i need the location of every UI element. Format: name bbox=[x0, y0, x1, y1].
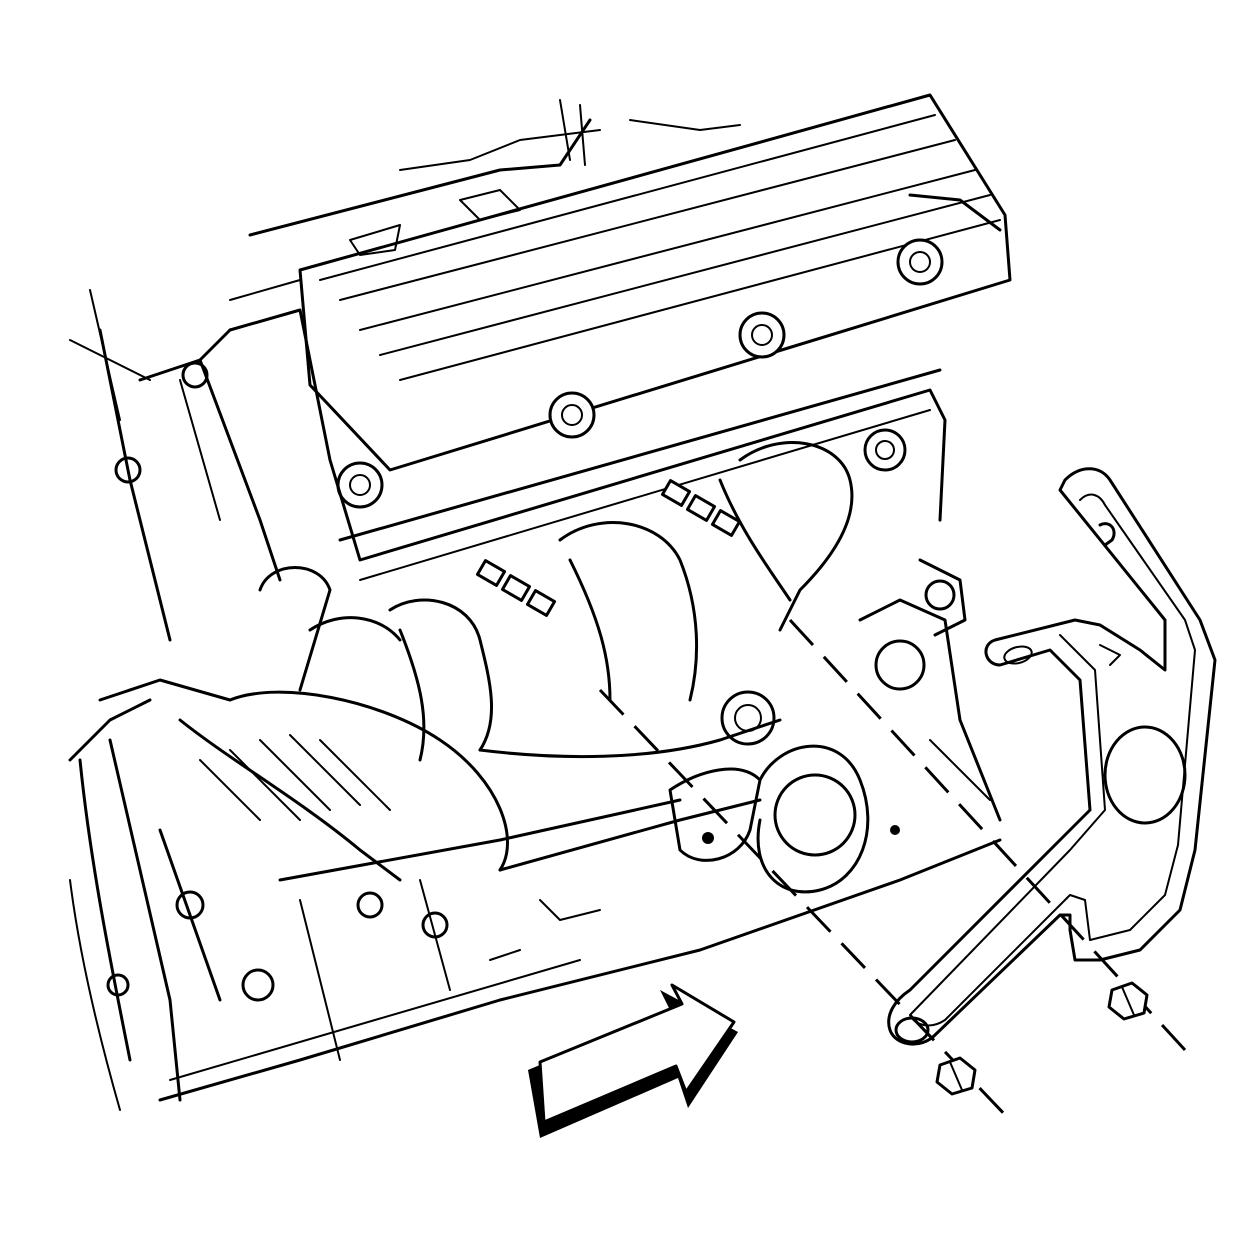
transmission-bellhousing bbox=[68, 698, 1002, 1111]
engine-block bbox=[69, 289, 1002, 822]
direction-arrow-icon bbox=[528, 983, 738, 1138]
exhaust-manifold bbox=[98, 441, 854, 882]
nut-lower bbox=[935, 1056, 977, 1096]
manifold-bolts bbox=[475, 479, 956, 617]
cover-bolt bbox=[738, 311, 786, 359]
bracket-nuts bbox=[935, 981, 1149, 1096]
mounting-bracket bbox=[887, 467, 1217, 1046]
block-mount-boss bbox=[668, 744, 900, 894]
valve-cover-bolts bbox=[336, 238, 944, 509]
cover-bolt bbox=[863, 428, 907, 472]
cover-bolt bbox=[548, 391, 596, 439]
nut-upper bbox=[1107, 981, 1149, 1021]
cover-bolt bbox=[336, 461, 384, 509]
cover-bolt bbox=[896, 238, 944, 286]
valve-cover bbox=[229, 93, 1012, 472]
